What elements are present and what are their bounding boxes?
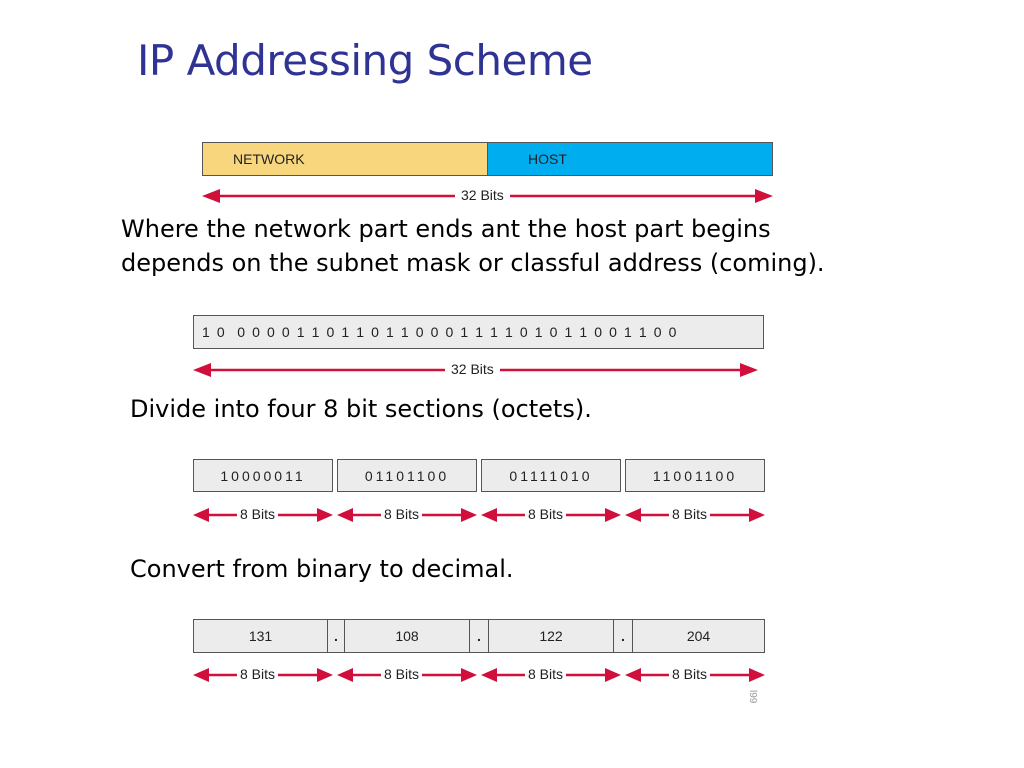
decimal-separator-1: . (328, 619, 344, 653)
arrow-32-bits-bottom: 32 Bits (193, 360, 758, 380)
decimal-box-4: 204 (633, 619, 764, 653)
paragraph-line-1: Where the network part ends ant the host… (121, 215, 771, 243)
bits-label: 8 Bits (525, 506, 567, 522)
arrow-32-bits-top: 32 Bits (202, 186, 773, 206)
slide-title: IP Addressing Scheme (137, 36, 593, 85)
decimal-separator-3: . (614, 619, 632, 653)
bits-label: 8 Bits (669, 506, 711, 522)
network-host-bar: NETWORK HOST (202, 142, 773, 176)
octet-box-3: 01111010 (481, 459, 621, 492)
bits-label: 8 Bits (381, 666, 423, 682)
decimal-box-2: 108 (345, 619, 469, 653)
host-segment: HOST (488, 143, 772, 175)
divider (632, 619, 633, 653)
paragraph-convert: Convert from binary to decimal. (130, 555, 514, 583)
binary-digits: 1 0 0 0 0 0 1 1 0 1 1 0 1 1 0 0 0 1 1 1 … (202, 324, 679, 340)
decimal-separator-2: . (470, 619, 488, 653)
divider (469, 619, 470, 653)
figure-id-watermark: l99 (747, 690, 758, 704)
octet-box-2: 01101100 (337, 459, 477, 492)
paragraph-line-2: depends on the subnet mask or classful a… (121, 249, 825, 277)
divider (327, 619, 328, 653)
arrow-8-bits-row-2: 8 Bits 8 Bits 8 Bits 8 Bits (193, 665, 765, 685)
divider (344, 619, 345, 653)
host-label: HOST (528, 151, 567, 167)
arrow-8-bits-row-1: 8 Bits 8 Bits 8 Bits 8 Bits (193, 505, 765, 525)
decimal-box-3: 122 (489, 619, 613, 653)
bits-label: 8 Bits (237, 506, 279, 522)
bits-label: 32 Bits (455, 187, 510, 203)
bits-label: 32 Bits (445, 361, 500, 377)
bits-label: 8 Bits (669, 666, 711, 682)
network-segment: NETWORK (203, 143, 488, 175)
decimal-box-1: 131 (194, 619, 327, 653)
bits-label: 8 Bits (381, 506, 423, 522)
octet-box-1: 10000011 (193, 459, 333, 492)
network-label: NETWORK (233, 151, 305, 167)
binary-32-bit-bar: 1 0 0 0 0 0 1 1 0 1 1 0 1 1 0 0 0 1 1 1 … (193, 315, 764, 349)
bits-label: 8 Bits (237, 666, 279, 682)
divider (613, 619, 614, 653)
paragraph-octets: Divide into four 8 bit sections (octets)… (130, 395, 592, 423)
paragraph-network-host: Where the network part ends ant the host… (121, 212, 825, 280)
divider (488, 619, 489, 653)
bits-label: 8 Bits (525, 666, 567, 682)
octet-box-4: 11001100 (625, 459, 765, 492)
